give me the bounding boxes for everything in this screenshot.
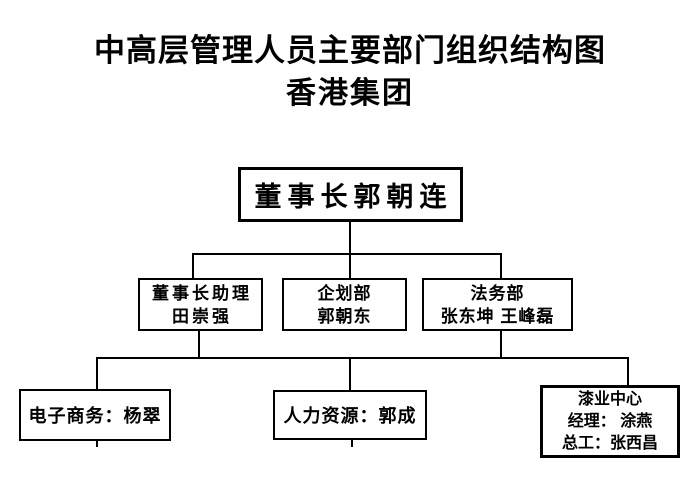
title-line-2: 香港集团 [286,77,414,110]
connector-stub-below-ecommerce [96,441,98,447]
connector-level2-drop-left [192,253,194,278]
node-human-resources: 人力资源：郭成 [273,390,427,440]
chief-engineer-line: 总工：张西昌 [561,434,658,452]
dept-name: 法务部 [470,283,525,303]
manager-line: 经理： 涂燕 [567,412,653,430]
page-title: 中高层管理人员主要部门组织结构图 香港集团 [0,30,700,116]
node-label: 电子商务：杨翠 [28,406,162,426]
connector-assistant-stem [198,331,200,358]
node-label: 人力资源：郭成 [283,406,417,426]
dept-name: 漆业中心 [577,390,642,408]
node-legal-dept: 法务部 张东坤 王峰磊 [422,278,573,331]
connector-level3-bus [96,357,629,359]
dept-name: 企划部 [317,283,372,303]
node-chairman: 董事长郭朝连 [238,167,463,222]
connector-level3-drop-middle [349,357,351,390]
connector-legal-stem [500,331,502,358]
node-ecommerce: 电子商务：杨翠 [19,389,171,441]
node-chairman-assistant: 董事长助理 田崇强 [138,278,263,331]
connector-level2-bus [192,253,502,255]
person-name: 张东坤 王峰磊 [440,306,555,326]
dept-name: 董事长助理 [152,283,252,303]
connector-stub-below-hr [351,440,353,447]
connector-level2-drop-right [500,253,502,278]
connector-level3-drop-right [627,357,629,385]
connector-level3-drop-left [96,357,98,389]
person-name: 郭朝东 [317,306,372,326]
connector-level2-drop-middle [349,253,351,278]
connector-root-stem [349,222,351,253]
chairman-label: 董事长郭朝连 [254,182,453,212]
node-paint-center: 漆业中心 经理： 涂燕 总工：张西昌 [540,385,680,458]
person-name: 田崇强 [172,306,232,326]
node-planning-dept: 企划部 郭朝东 [282,278,407,331]
title-line-1: 中高层管理人员主要部门组织结构图 [94,33,606,68]
